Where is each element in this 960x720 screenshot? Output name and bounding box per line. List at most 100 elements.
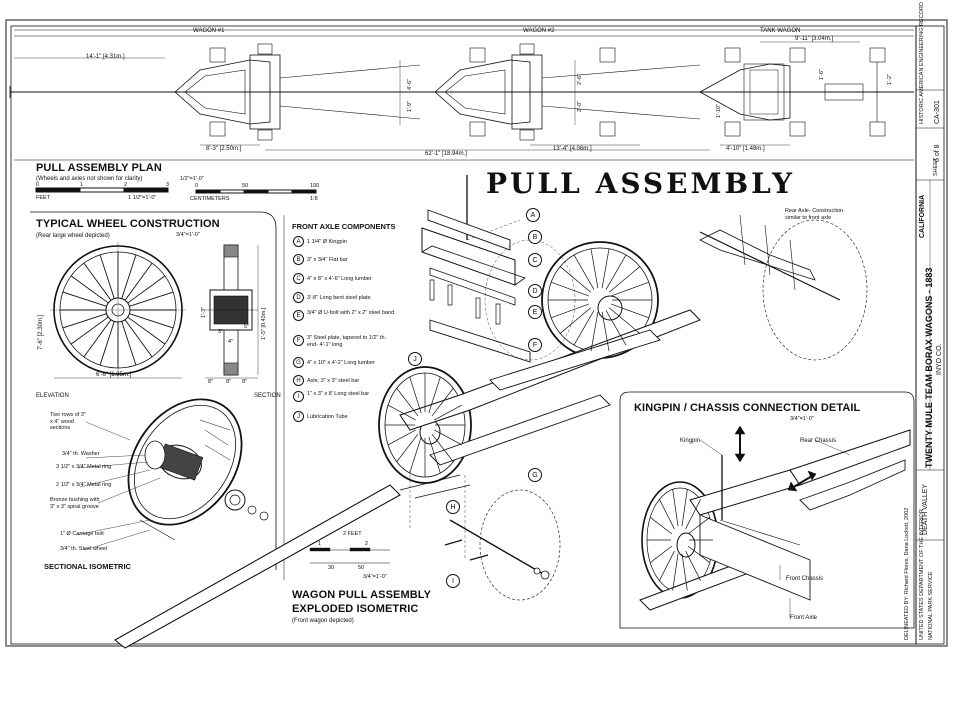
dim-left: 14'-1" [4.31m.] — [86, 54, 125, 60]
exploded-note: (Front wagon depicted) — [292, 618, 354, 624]
spoke — [672, 489, 679, 527]
spoke — [611, 303, 649, 319]
callout-f: F — [528, 338, 542, 352]
scale-right-tick-0: 0 — [195, 183, 199, 189]
kingpin-label-front-axle: Front Axle — [790, 615, 818, 621]
sec-dim-0: 1'-3" — [201, 307, 207, 318]
spoke — [99, 321, 115, 366]
spoke — [129, 291, 174, 307]
dim-v6: 1'-6" — [819, 69, 825, 80]
spoke — [605, 254, 627, 290]
callout-e: E — [528, 305, 542, 319]
spoke — [601, 311, 610, 352]
sheet-inner-border — [10, 25, 945, 645]
dim-v4: 2'-0" — [577, 101, 583, 112]
title-block-delineator: DELINEATED BY: Richard Flores, Dana Lock… — [904, 507, 910, 640]
spoke — [409, 436, 422, 474]
scale-left-ratio: 1 1/2"=1'-0" — [128, 195, 157, 201]
title-block-record: CA-301 — [934, 100, 941, 124]
wheel-dim-height: 7'-6" [2.30m.] — [38, 314, 44, 350]
callout-b: B — [528, 230, 542, 244]
elevation-label: ELEVATION — [36, 393, 69, 399]
sectional-isometric-wheel — [127, 398, 269, 541]
scale-left-unit: FEET — [36, 195, 51, 201]
pull-plan-note: (Wheels and axles not shown for clarity) — [36, 176, 143, 182]
spoke — [70, 316, 109, 345]
callout-c: C — [528, 253, 542, 267]
sec-dim-4: 8" — [208, 379, 214, 385]
sectional-note-1: 3/4" th. Washer — [62, 451, 100, 457]
spoke — [573, 310, 595, 346]
spoke — [434, 429, 463, 446]
kingpin-detail-frame — [619, 391, 915, 629]
title-block-state: CALIFORNIA — [919, 194, 926, 238]
plan-view — [9, 29, 914, 161]
spoke — [685, 499, 701, 530]
callout-a: A — [526, 208, 540, 222]
sec-dim-7: 5" — [244, 324, 250, 330]
wagon1-label: WAGON #1 — [193, 28, 225, 34]
spoke — [62, 291, 107, 307]
spoke — [396, 433, 419, 462]
callout-j: J — [408, 352, 422, 366]
spoke — [387, 429, 416, 446]
wagon2-label: WAGON #2 — [523, 28, 555, 34]
scale-left-tick-2: 2 — [124, 182, 128, 188]
sec-dim-2: 3" — [218, 329, 224, 335]
spoke — [681, 489, 688, 527]
spoke — [428, 376, 441, 414]
spoke — [127, 316, 166, 345]
spoke — [650, 517, 673, 535]
dim-b: 13'-4" [4.06m.] — [553, 146, 592, 152]
exploded-scale-label: 2 FEET — [343, 531, 362, 537]
spoke — [431, 433, 454, 462]
kingpin-label-front-chassis: Front Chassis — [786, 576, 824, 582]
sectional-note-2: 3 1/2" x 3/4" Metal ring — [56, 464, 112, 470]
sec-dim-5: 8" — [226, 379, 232, 385]
spoke — [434, 404, 463, 421]
exploded-scale-tick-1: 1 — [318, 541, 322, 547]
spoke — [409, 376, 422, 414]
spoke — [590, 311, 599, 352]
callout-h: H — [446, 500, 460, 514]
scale-right-unit: CENTIMETERS — [190, 196, 230, 202]
sectional-note-0: Two rows of 3" x 4" wood sections — [50, 412, 86, 432]
spoke — [687, 517, 710, 535]
spoke — [650, 545, 673, 563]
sectional-note-6: 3/4" th. Steel wheel — [60, 546, 108, 552]
sec-dim-3: 4" — [228, 339, 234, 345]
title-block-survey: HISTORIC AMERICAN ENGINEERING RECORD — [919, 2, 925, 124]
spoke — [121, 254, 137, 299]
sectional-note-4: Bronze bushing with 3" x 3" spiral groov… — [50, 497, 100, 510]
pull-plan-title: PULL ASSEMBLY PLAN — [36, 162, 162, 174]
exploded-scale-tick-2: 2 — [365, 541, 369, 547]
title-block-small: NATIONAL PARK SERVICE — [928, 571, 934, 640]
dim-v7: 1'-2" — [887, 74, 893, 85]
kingpin-title: KINGPIN / CHASSIS CONNECTION DETAIL — [634, 402, 861, 414]
spoke — [396, 388, 419, 417]
exploded-scale-ratio: 3/4"=1'-0" — [363, 574, 387, 580]
title-block-agency: UNITED STATES DEPARTMENT OF THE INTERIOR — [919, 509, 925, 640]
spoke — [659, 499, 675, 530]
scale-right-tick-2: 100 — [310, 183, 320, 189]
section-label: SECTION — [254, 393, 281, 399]
scale-right-tick-1: 50 — [242, 183, 249, 189]
spoke — [387, 404, 416, 421]
sec-dim-1: 1'-5" [0.43m.] — [261, 307, 267, 340]
dim-a: 8'-3" [2.50m.] — [206, 146, 242, 152]
spoke — [611, 281, 649, 297]
exploded-scale-cm-30: 30 — [328, 565, 335, 571]
main-title: PULL ASSEMBLY — [486, 167, 796, 200]
rear-axle-note: Rear Axle- Construction similar to front… — [785, 208, 844, 221]
dim-c: 4'-10" [1.48m.] — [726, 146, 765, 152]
spoke — [605, 310, 627, 346]
spoke — [687, 545, 710, 563]
